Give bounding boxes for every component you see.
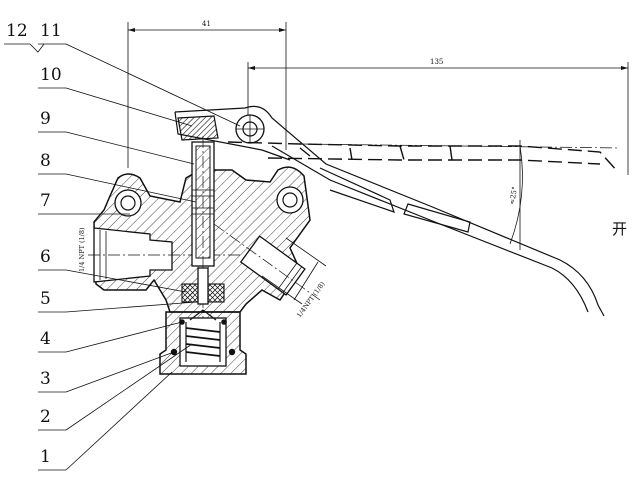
callout-2: 2 <box>40 407 51 427</box>
dimension-length: 135 <box>247 58 629 175</box>
angle-label: ≈25° <box>508 186 519 205</box>
callout-5: 5 <box>40 289 51 309</box>
inlet-port-label: 1/4 NPT (1/8) <box>78 227 86 272</box>
callout-12: 12 <box>6 21 28 41</box>
callout-1: 1 <box>40 447 51 467</box>
angle-indicator: ≈25° 开 <box>508 140 627 250</box>
lever-handle <box>174 105 605 317</box>
callout-11: 11 <box>40 21 62 41</box>
dimension-length-label: 135 <box>430 58 443 66</box>
callout-10: 10 <box>40 65 62 85</box>
callouts: 12 11 10 9 8 7 6 5 4 3 <box>4 21 241 471</box>
callout-7: 7 <box>40 191 51 211</box>
dimension-width-label: 41 <box>202 20 211 28</box>
callout-3: 3 <box>40 369 51 389</box>
lever-open-position <box>227 141 621 173</box>
state-label: 开 <box>612 220 627 238</box>
callout-9: 9 <box>40 109 51 129</box>
callout-6: 6 <box>40 247 51 267</box>
dimension-width: 41 <box>127 20 287 168</box>
callout-4: 4 <box>40 329 51 349</box>
callout-8: 8 <box>40 151 51 171</box>
bottom-cap <box>159 309 247 375</box>
